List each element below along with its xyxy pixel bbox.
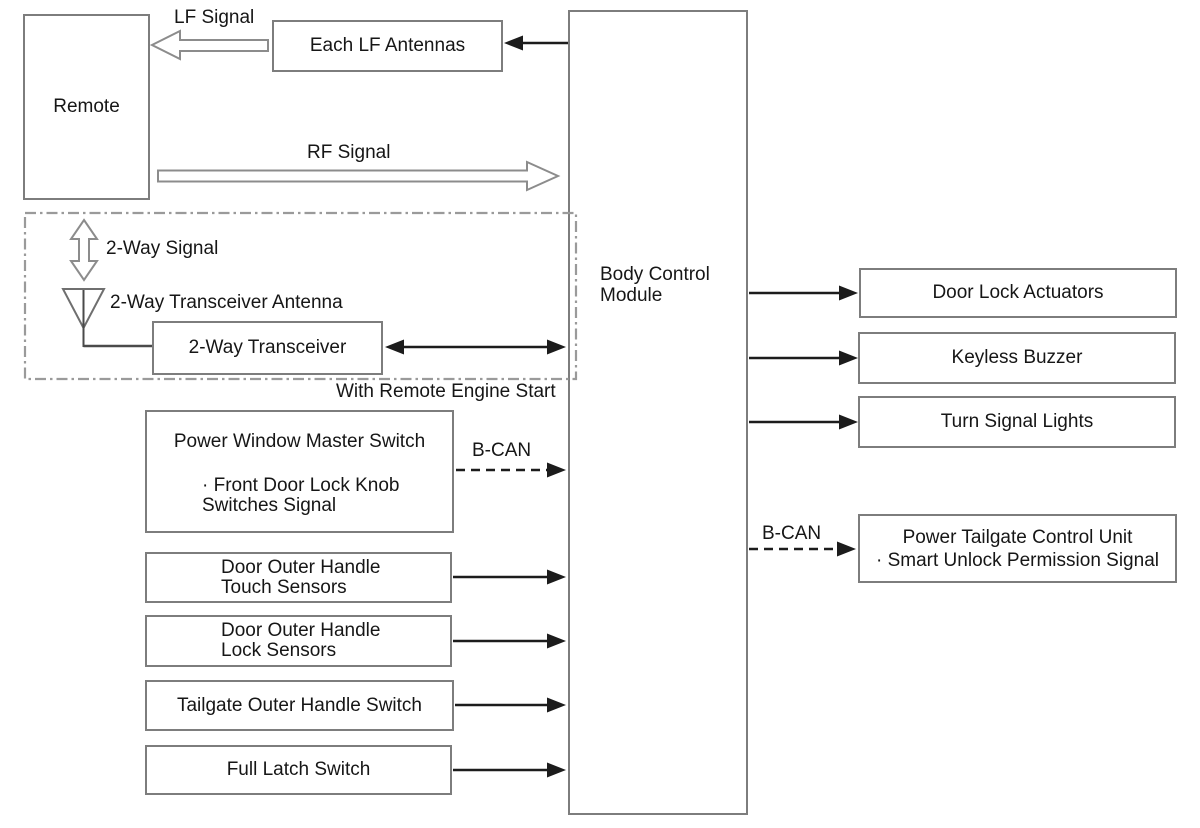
node-each-lf-antennas-label: Each LF Antennas [309, 35, 466, 56]
node-power-window-master-switch-bullets: · Front Door Lock Knob Switches Signal [147, 476, 452, 516]
label-b-can-left: B-CAN [472, 440, 532, 461]
node-two-way-transceiver: 2-Way Transceiver [152, 321, 383, 375]
keyless-buzzer-label: Keyless Buzzer [951, 347, 1083, 368]
lock-sensors-line2: Lock Sensors [221, 640, 337, 661]
edge-bcm-to-doorlock-head [839, 285, 858, 301]
touch-sensors-line2: Touch Sensors [221, 576, 347, 598]
node-each-lf-antennas: Each LF Antennas [272, 20, 503, 72]
turn-signal-lights-label: Turn Signal Lights [940, 411, 1094, 432]
power-tailgate-line1: Power Tailgate Control Unit [902, 526, 1133, 548]
edge-fulllatch-to-bcm-head [547, 762, 566, 778]
node-power-window-master-switch: Power Window Master Switch · Front Door … [145, 410, 454, 533]
edge-transceiver-bcm-head-left [385, 339, 404, 355]
node-tailgate-outer-handle-switch: Tailgate Outer Handle Switch [145, 680, 454, 731]
edge-bcm-to-each-lf-head [504, 35, 523, 51]
edge-bcm-to-keyless-head [839, 350, 858, 366]
pwms-bullet-line1: · Front Door Lock Knob [202, 475, 400, 496]
lock-sensors-line1: Door Outer Handle [221, 620, 381, 641]
label-two-way-signal: 2-Way Signal [106, 238, 219, 259]
node-body-control-module: Body Control Module [568, 10, 748, 815]
node-two-way-transceiver-label: 2-Way Transceiver [188, 337, 347, 358]
node-remote: Remote [23, 14, 150, 200]
node-body-control-module-label: Body Control Module [600, 264, 710, 306]
lf-signal-hollow-arrow-icon [149, 29, 269, 61]
label-with-remote-engine-start: With Remote Engine Start [336, 381, 556, 402]
node-full-latch-switch: Full Latch Switch [145, 745, 452, 795]
label-b-can-right: B-CAN [762, 523, 822, 544]
edge-bcm-to-turnsignal-head [839, 414, 858, 430]
edge-bcm-to-powertailgate-head [837, 541, 856, 557]
tailgate-outer-handle-switch-label: Tailgate Outer Handle Switch [176, 694, 422, 716]
pwms-bullet-line2: Switches Signal [202, 495, 337, 516]
touch-sensors-line1: Door Outer Handle [221, 556, 381, 578]
power-tailgate-line2: · Smart Unlock Permission Signal [876, 549, 1159, 571]
door-lock-actuators-label: Door Lock Actuators [932, 282, 1104, 303]
node-keyless-buzzer: Keyless Buzzer [858, 332, 1176, 384]
label-lf-signal: LF Signal [174, 7, 255, 28]
edge-lock-to-bcm-head [547, 633, 566, 649]
edge-transceiver-bcm-head-right [547, 339, 566, 355]
edge-touch-to-bcm-head [547, 569, 566, 585]
node-power-tailgate-control-unit: Power Tailgate Control Unit · Smart Unlo… [858, 514, 1177, 583]
node-turn-signal-lights: Turn Signal Lights [858, 396, 1176, 448]
label-two-way-transceiver-antenna: 2-Way Transceiver Antenna [110, 292, 343, 313]
node-power-window-master-switch-title: Power Window Master Switch [173, 431, 426, 452]
node-door-lock-actuators: Door Lock Actuators [859, 268, 1177, 318]
full-latch-switch-label: Full Latch Switch [226, 759, 371, 780]
label-rf-signal: RF Signal [307, 142, 391, 163]
edge-pwms-to-bcm-head [547, 462, 566, 478]
edge-tailgate-to-bcm-head [547, 697, 566, 713]
antenna-icon [61, 288, 106, 331]
node-door-outer-handle-touch-sensors: Door Outer Handle Touch Sensors [145, 552, 452, 603]
rf-signal-hollow-arrow-icon [157, 160, 561, 192]
node-remote-label: Remote [53, 96, 120, 117]
two-way-signal-double-arrow-icon [69, 218, 99, 282]
node-door-outer-handle-lock-sensors: Door Outer Handle Lock Sensors [145, 615, 452, 667]
